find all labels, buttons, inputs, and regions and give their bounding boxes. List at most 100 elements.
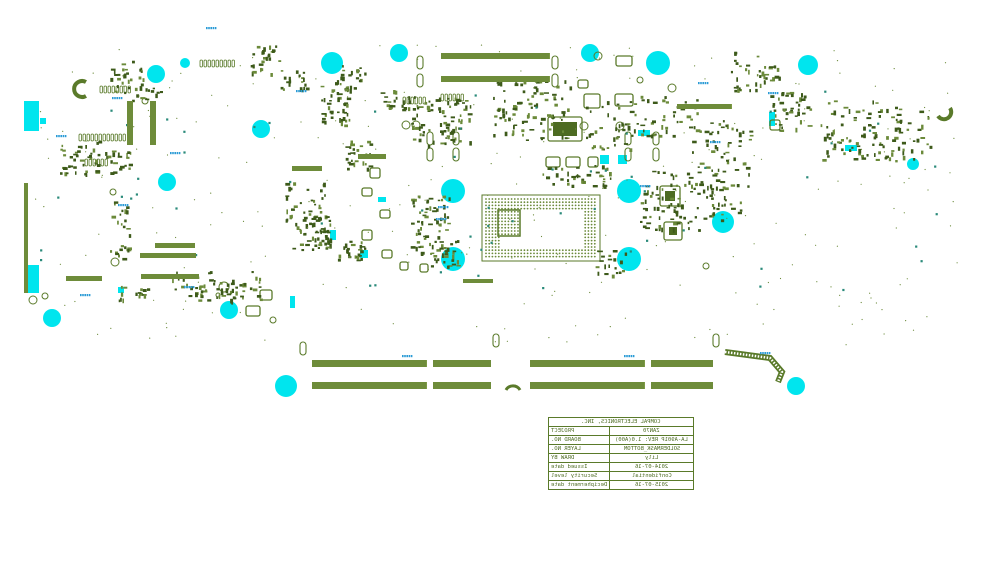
bga-ball [565, 255, 567, 258]
smd-part [794, 115, 798, 117]
refdes-mark [214, 27, 217, 30]
smd-part [567, 171, 569, 177]
via-pad [646, 239, 649, 242]
via-pad [629, 250, 632, 253]
smd-part [256, 45, 261, 49]
smd-part [775, 123, 777, 125]
smd-part [529, 129, 535, 131]
cyan-pad [290, 296, 295, 308]
smd-part [785, 94, 789, 97]
bga-ball [504, 207, 507, 210]
smd-part [437, 236, 441, 240]
smd-part [107, 155, 112, 159]
smd-part [895, 160, 898, 163]
via-dot [435, 45, 437, 48]
via-dot [388, 208, 391, 210]
smd-part [367, 140, 372, 144]
smd-part [861, 154, 864, 158]
smd-part [656, 185, 659, 191]
bga-ball [513, 210, 516, 213]
smd-part [322, 228, 325, 232]
bga-ball [497, 201, 500, 204]
smd-part [261, 60, 265, 64]
smd-part [321, 113, 327, 115]
via-pad [934, 165, 937, 168]
smd-part [364, 163, 367, 166]
refdes-labels [56, 27, 779, 358]
smd-part [629, 110, 635, 114]
smd-part [866, 117, 872, 120]
smd-part [512, 130, 515, 136]
smd-part [912, 140, 916, 142]
bga-ball [581, 207, 583, 210]
bga-ball [561, 249, 564, 252]
smd-part [213, 282, 216, 286]
via-dot [185, 300, 187, 302]
bga-ball [533, 249, 535, 252]
smd-part [910, 149, 914, 154]
smd-part [326, 102, 332, 105]
smd-part [357, 253, 361, 258]
via-dot [609, 326, 611, 328]
smd-part [458, 99, 462, 102]
smd-part [135, 292, 138, 296]
smd-part [672, 175, 675, 181]
via-dot [360, 308, 362, 310]
pad-row [88, 158, 92, 167]
smd-part [393, 90, 396, 95]
bga-ball [507, 214, 510, 216]
mounting-hole [617, 179, 641, 203]
smd-part [608, 254, 612, 257]
smd-part [696, 112, 699, 116]
smd-part [878, 151, 881, 155]
via-dot [569, 47, 572, 49]
bga-ball [590, 239, 593, 242]
smd-part [709, 132, 713, 136]
refdes-mark [120, 204, 122, 207]
via-pad [374, 284, 377, 287]
smd-part [231, 288, 234, 293]
bga-ball [529, 255, 532, 258]
smd-part [689, 126, 694, 129]
smd-part [800, 98, 806, 101]
bga-ball [526, 204, 529, 207]
smd-part [673, 209, 676, 213]
bga-ball [494, 246, 497, 248]
bga-ball [485, 246, 487, 248]
refdes-mark [190, 286, 193, 289]
smd-part [862, 109, 865, 112]
smd-part [555, 173, 559, 178]
smd-part [695, 182, 698, 187]
pad-row [418, 96, 422, 105]
smd-part [745, 166, 751, 170]
via-dot [165, 322, 167, 324]
smd-part [778, 76, 781, 81]
bga-ball [494, 233, 497, 236]
smd-part [540, 122, 543, 125]
smd-part [571, 175, 577, 179]
smd-part [647, 190, 649, 196]
connector-strip [66, 276, 102, 281]
smd-part [433, 255, 438, 258]
via-dot [136, 148, 138, 150]
smd-part [138, 76, 142, 80]
bga-ball [507, 223, 510, 226]
bga-ball [504, 233, 507, 236]
smd-part [662, 119, 666, 122]
bga-ball [571, 201, 574, 204]
smd-part [260, 68, 264, 72]
bga-ball [558, 204, 561, 207]
smd-part [927, 116, 930, 120]
bga-ball [584, 223, 587, 226]
smd-part [324, 230, 329, 233]
smd-part [416, 113, 418, 118]
smd-part [595, 266, 600, 269]
smd-part [90, 152, 93, 155]
smd-part [738, 145, 742, 147]
via-dot [779, 277, 782, 280]
via-pad [487, 206, 490, 209]
smd-part [452, 250, 455, 255]
smd-part [505, 111, 508, 115]
smd-part [709, 194, 713, 197]
